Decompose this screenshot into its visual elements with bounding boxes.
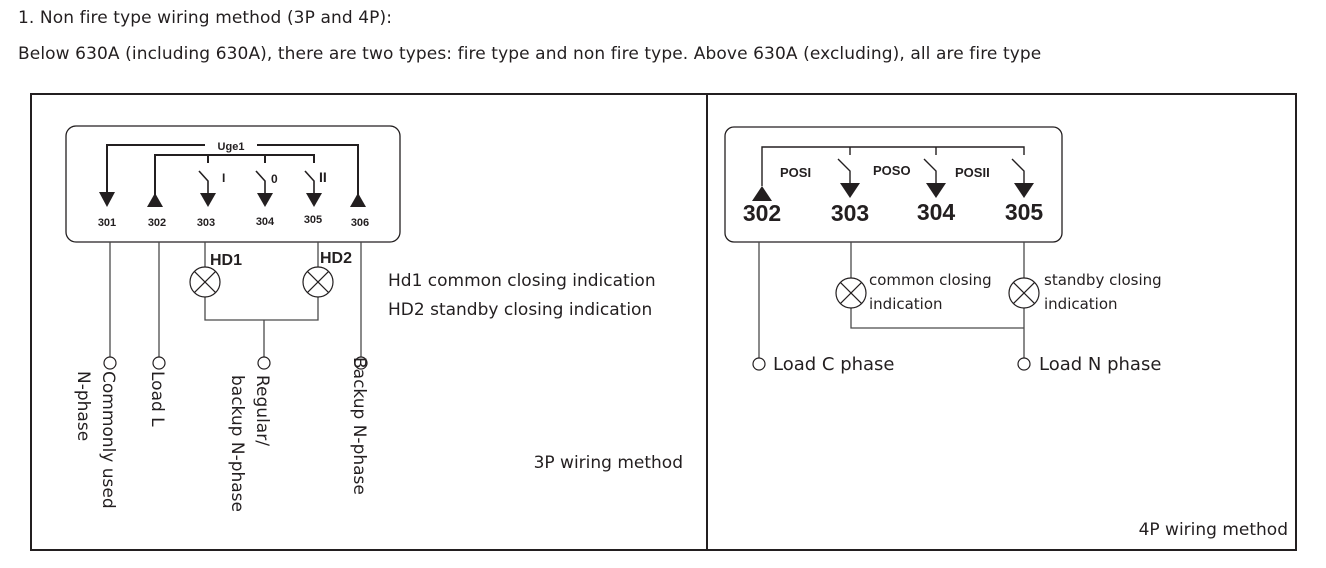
panel-4p: POSI POSO POSII 302 303 304 305 xyxy=(724,126,1288,540)
switch-label-I: I xyxy=(222,171,225,185)
output-terminals-4p xyxy=(752,357,1031,371)
legend-hd1: Hd1 common closing indication xyxy=(388,271,656,291)
section-heading: 1. Non fire type wiring method (3P and 4… xyxy=(18,8,393,28)
output-label-load-c: Load C phase xyxy=(773,354,895,375)
switches-3p xyxy=(198,170,315,193)
terminal-arrows-3p xyxy=(99,192,366,207)
uge1-label: Uge1 xyxy=(218,141,245,153)
terminal-circle-icon xyxy=(152,356,166,370)
terminal-circle-icon xyxy=(752,357,766,371)
lamp-label-standby-2: indication xyxy=(1044,295,1118,313)
terminal-305: 305 xyxy=(304,214,322,226)
switch-label-poso: POSO xyxy=(873,163,911,178)
output-label-regular-backup-1: Regular/ xyxy=(252,375,272,446)
controller-box-4p xyxy=(724,126,1063,243)
terminal-302: 302 xyxy=(148,217,166,229)
output-wires-3p xyxy=(109,242,362,357)
terminal-303: 303 xyxy=(197,217,215,229)
arrow-up-icon xyxy=(752,186,772,201)
switches-4p xyxy=(837,158,1025,183)
output-label-load-l: Load L xyxy=(147,371,167,427)
uge1-bus xyxy=(106,144,359,200)
arrow-down-icon xyxy=(1014,183,1034,198)
lamp-label-hd2: HD2 xyxy=(320,250,352,267)
panel-3p: Uge1 I 0 II 301 302 303 xyxy=(65,125,683,512)
terminal-306: 306 xyxy=(351,217,369,229)
output-label-commonly-used-2: N-phase xyxy=(73,371,93,441)
terminal-circle-icon xyxy=(1017,357,1031,371)
lamp-label-standby-1: standby closing xyxy=(1044,271,1162,289)
terminal-circle-icon xyxy=(103,356,117,370)
output-label-backup: Backup N-phase xyxy=(349,357,369,495)
terminal-305: 305 xyxy=(1005,199,1044,225)
terminal-arrows-4p xyxy=(752,183,1034,201)
terminal-304: 304 xyxy=(917,199,956,225)
panel-title-3p: 3P wiring method xyxy=(534,453,683,473)
output-terminals-3p xyxy=(103,356,368,370)
lamp-standby xyxy=(1008,277,1040,309)
terminal-circle-icon xyxy=(257,356,271,370)
lamp-label-common-2: indication xyxy=(869,295,943,313)
arrow-down-icon xyxy=(926,183,946,198)
output-label-regular-backup-2: backup N-phase xyxy=(227,375,247,512)
switch-label-posi: POSI xyxy=(780,165,811,180)
arrow-down-icon xyxy=(99,192,115,207)
lamp-hd1 xyxy=(189,266,221,298)
lamp-common xyxy=(835,277,867,309)
terminal-circle-icon xyxy=(354,356,368,370)
arrow-down-icon xyxy=(257,193,273,207)
lamp-label-common-1: common closing xyxy=(869,271,992,289)
terminal-302: 302 xyxy=(743,200,781,226)
legend-hd2: HD2 standby closing indication xyxy=(388,300,652,320)
terminal-301: 301 xyxy=(98,217,116,229)
arrow-up-icon xyxy=(350,193,366,207)
switch-label-posii: POSII xyxy=(955,165,990,180)
section-subheading: Below 630A (including 630A), there are t… xyxy=(18,44,1042,64)
switch-label-0: 0 xyxy=(271,172,278,186)
lamp-hd2 xyxy=(302,266,334,298)
arrow-down-icon xyxy=(840,183,860,198)
outer-frame xyxy=(30,93,1297,551)
output-wires-4p xyxy=(758,242,1025,358)
lamp-label-hd1: HD1 xyxy=(210,252,242,269)
bus-4p xyxy=(761,146,1025,186)
switch-label-II: II xyxy=(319,169,327,185)
controller-box-3p xyxy=(65,125,401,243)
terminal-303: 303 xyxy=(831,200,869,226)
output-label-commonly-used-1: Commonly used xyxy=(98,371,118,509)
inner-bus xyxy=(154,154,315,200)
output-label-load-n: Load N phase xyxy=(1039,354,1161,375)
panel-title-4p: 4P wiring method xyxy=(1139,520,1288,540)
arrow-down-icon xyxy=(306,193,322,207)
arrow-down-icon xyxy=(200,193,216,207)
arrow-up-icon xyxy=(147,193,163,207)
terminal-304: 304 xyxy=(256,216,275,228)
